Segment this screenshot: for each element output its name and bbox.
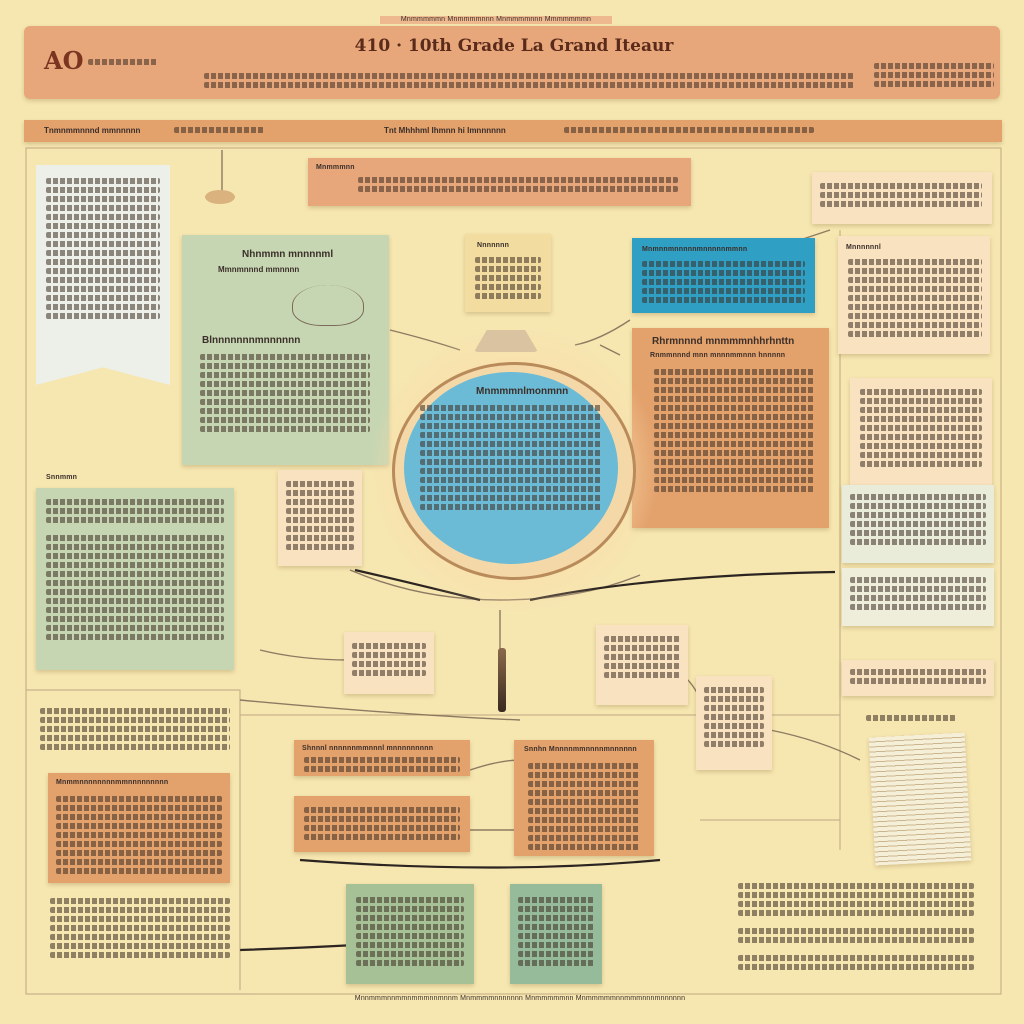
note-right-1	[812, 172, 992, 224]
document-icon	[868, 732, 972, 866]
card-orange-right-sub: Rnmmnnnd mnn mnnnmmnnn hnnnnn	[650, 352, 786, 359]
note-right-4-text	[850, 491, 986, 548]
note-yellow-title: Nnnnnnn	[477, 242, 510, 249]
note-right-2-text	[848, 256, 982, 340]
card-orange-center-low-title: Snnhn Mnnnnmmnnnnmnnnnnn	[524, 746, 637, 753]
center-title: Mnmmmnlmonmnn	[476, 386, 569, 397]
card-orange-left-low-title: Mnmmnnnnnnnnmmnnnnnnnnn	[56, 779, 169, 786]
card-orange-center-low: Snnhn Mnnnnmmnnnnmnnnnnn	[514, 740, 654, 856]
note-right-2-title: Mnnnnnnl	[846, 244, 882, 251]
card-orange-center-low-text	[528, 760, 640, 853]
card-green-bottom-a	[346, 884, 474, 984]
card-green-left-text	[200, 351, 370, 435]
card-green-left-lower-label: Snnmmn	[46, 474, 78, 481]
note-peach-middle	[278, 470, 362, 566]
note-right-2: Mnnnnnnl	[838, 236, 990, 354]
top-caption: Mnmmmmmn Mnmmmmnnn Mnmmmmnnn Mmmmmmmn	[380, 16, 612, 25]
note-top-orange: Mnmmmnn	[308, 158, 691, 206]
band-label-middle: Tnt Mhhhml Ihmnn hi Imnnnnnn	[384, 126, 506, 135]
section-band: Tnmnmmnnnd mmnnnnn Tnt Mhhhml Ihmnn hi I…	[24, 120, 1002, 142]
note-right-5	[842, 568, 994, 626]
center-tab	[474, 330, 538, 352]
card-green-bottom-b	[510, 884, 602, 984]
note-yellow-text	[475, 254, 541, 302]
card-blue-right: Mnmnnmnnnnnmnnnnnmmnn	[632, 238, 815, 313]
center-circle: Mnmmmnlmonmnn	[404, 372, 618, 564]
card-orange-low-a-title: Shnnnl nnnnnnmmnnnl mnnnnnnnnn	[302, 745, 434, 752]
text-block-left-bottom	[50, 895, 230, 961]
band-text	[174, 124, 264, 136]
card-orange-low-a-text	[304, 754, 460, 775]
card-orange-right-text	[654, 366, 814, 495]
logo-subtext	[88, 56, 158, 68]
card-orange-left-low-text	[56, 793, 222, 877]
note-right-1-text	[820, 180, 982, 210]
card-orange-right-title: Rhrmnnnd mnmmmnhhrhnttn	[652, 336, 795, 347]
page-title: 410 · 10th Grade La Grand Iteaur	[354, 36, 674, 56]
card-orange-low-b	[294, 796, 470, 852]
note-peach-4	[696, 676, 772, 770]
band-text-right	[564, 124, 814, 136]
card-orange-left-low: Mnmmnnnnnnnnmmnnnnnnnnn	[48, 773, 230, 883]
note-peach-middle-text	[286, 478, 354, 553]
card-green-left-title2: Blnnnnnnnmnnnnnn	[202, 335, 301, 346]
note-peach-3-text	[604, 633, 680, 681]
card-blue-right-text	[642, 258, 805, 306]
note-right-4	[842, 485, 994, 563]
note-right-6-text	[850, 666, 986, 687]
pin-icon	[205, 190, 235, 204]
stethoscope-icon	[292, 285, 364, 326]
card-green-left-sub: Mmnmnnnd mmnnnn	[218, 265, 300, 274]
note-right-5-text	[850, 574, 986, 613]
note-right-6	[842, 660, 994, 696]
note-peach-3	[596, 625, 688, 705]
note-banner-text	[46, 175, 160, 322]
footer-caption: Mnnmmmnnmmnmmmnnmnnm Mnmmmmnnnnnnn Mnmmm…	[354, 995, 686, 1002]
card-blue-right-title: Mnmnnmnnnnnmnnnnnmmnn	[642, 246, 748, 253]
text-block-left	[40, 705, 230, 753]
note-yellow-small: Nnnnnnn	[465, 234, 551, 312]
card-green-left-title: Nhnmmn mnnnnml	[242, 249, 334, 260]
card-green-left-lower	[36, 488, 234, 670]
band-label-left: Tnmnmmnnnd mmnnnnn	[44, 126, 141, 135]
text-block-right-top	[866, 712, 956, 724]
logo: AO	[44, 46, 84, 75]
note-top-orange-title: Mnmmmnn	[316, 164, 355, 171]
card-orange-low-a: Shnnnl nnnnnnmmnnnl mnnnnnnnnn	[294, 740, 470, 776]
pen-icon	[498, 648, 506, 712]
note-top-orange-text	[358, 174, 678, 195]
note-right-3-text	[860, 386, 982, 470]
card-green-left: Nhnmmn mnnnnml Mmnmnnnd mmnnnn Blnnnnnnn…	[182, 235, 389, 465]
note-right-3	[850, 378, 992, 486]
note-peach-2-text	[352, 640, 426, 679]
card-orange-right: Rhrmnnnd mnmmmnhhrhnttn Rnmmnnnd mnn mnn…	[632, 328, 829, 528]
note-banner-left	[36, 165, 170, 385]
card-green-bottom-b-text	[518, 894, 594, 969]
center-text	[420, 402, 602, 513]
card-green-bottom-a-text	[356, 894, 464, 969]
header-banner: AO 410 · 10th Grade La Grand Iteaur	[24, 26, 1000, 99]
card-green-left-lower-text	[46, 496, 224, 643]
header-text	[204, 70, 854, 91]
note-peach-4-text	[704, 684, 764, 750]
text-block-right-bottom	[738, 880, 974, 973]
note-peach-2	[344, 632, 434, 694]
header-text-right	[874, 60, 994, 90]
card-orange-low-b-text	[304, 804, 460, 843]
